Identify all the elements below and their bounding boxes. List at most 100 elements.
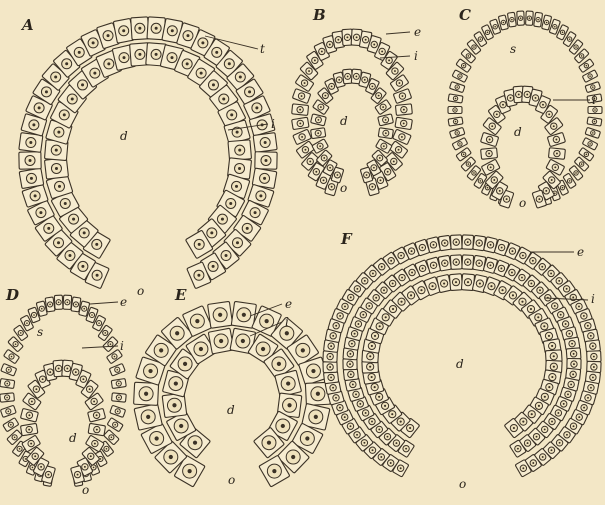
figure-f-middle-nucleolus: [378, 428, 380, 430]
figure-d-inner-nucleolus: [84, 466, 86, 468]
figure-a-inner-nucleolus: [238, 167, 241, 170]
figure-d-label: D: [5, 286, 19, 304]
figure-b-inner-nucleolus: [319, 145, 321, 147]
figure-f-outer-nucleolus: [363, 442, 365, 444]
figure-b-outer-nucleolus: [299, 122, 301, 124]
figure-f-middle-nucleolus: [551, 421, 553, 423]
figure-d-inner-nucleolus: [82, 378, 84, 380]
figure-b-outer-nucleolus: [398, 82, 400, 84]
figure-a-outer-nucleolus: [96, 274, 99, 277]
figure-b-label: B: [312, 6, 326, 24]
figure-a-outer-nucleolus: [255, 106, 258, 109]
figure-f-middle-nucleolus: [359, 403, 361, 405]
figure-a-part-i: i: [271, 117, 275, 131]
figure-f-outer-nucleolus: [478, 242, 480, 244]
figure-b-outer-nucleolus: [331, 186, 333, 188]
figure-f-inner-nucleolus: [548, 386, 550, 388]
figure-e-outer-nucleolus: [314, 415, 318, 419]
figure-f-middle-nucleolus: [554, 305, 556, 307]
figure-a-outer-nucleolus: [201, 41, 204, 44]
figure-b-outer-nucleolus: [337, 39, 339, 41]
figure-c-inner-nucleolus: [555, 139, 557, 141]
figure-f-middle-nucleolus: [572, 373, 574, 375]
figure-c-inner-nucleolus: [518, 93, 520, 95]
figure-d-cavity-s: s: [37, 325, 43, 339]
figure-a-outer-nucleolus: [239, 76, 242, 79]
figure-c-mouth-o: o: [519, 196, 526, 210]
figure-f-outer-nucleolus: [566, 288, 568, 290]
figure-f-middle-nucleolus: [536, 436, 538, 438]
figure-c-inner-nucleolus: [526, 93, 528, 95]
figure-b-outer-nucleolus: [309, 161, 311, 163]
figure-d-inner-nucleolus: [28, 429, 30, 431]
figure-c-inner-nucleolus: [491, 125, 493, 127]
figure-f-inner-nucleolus: [374, 335, 376, 337]
figure-f-inner-nucleolus: [385, 316, 387, 318]
figure-a-inner-nucleolus: [212, 83, 215, 86]
figure-a-inner-nucleolus: [81, 83, 84, 86]
figure-c-inner-nucleolus: [510, 97, 512, 99]
figure-c-outer-nucleolus: [463, 65, 465, 67]
figure-f-inner-nucleolus: [538, 405, 540, 407]
figure-b-outer-nucleolus: [381, 50, 383, 52]
figure-a-outer-nucleolus: [228, 62, 231, 65]
figure-f-outer-nucleolus: [380, 456, 382, 458]
figure-a-outer-nucleolus: [155, 27, 158, 30]
figure-b-outer-nucleolus: [304, 82, 306, 84]
figure-f-middle-nucleolus: [563, 403, 565, 405]
figure-c-cavity-d: d: [514, 125, 522, 139]
figure-f-middle-nucleolus: [560, 314, 562, 316]
figure-b-inner-nucleolus: [320, 106, 322, 108]
figure-b-inner-nucleolus: [364, 79, 366, 81]
figure-f-middle-nucleolus: [467, 261, 469, 263]
figure-a-inner-nucleolus: [155, 53, 158, 56]
figure-f-middle-nucleolus: [387, 436, 389, 438]
figure-b-outer-nucleolus: [301, 136, 303, 138]
figure-d-outer-nucleolus: [11, 356, 13, 358]
figure-f-label: F: [340, 230, 353, 248]
figure-f-inner-nucleolus: [467, 281, 469, 283]
figure-c-inner-nucleolus: [502, 104, 504, 106]
figure-f-outer-nucleolus: [490, 244, 492, 246]
figure-c-outer-nucleolus: [468, 55, 470, 57]
figure-f-inner-nucleolus: [521, 301, 523, 303]
figure-e-label: E: [174, 286, 187, 304]
figure-f-inner-nucleolus: [369, 366, 371, 368]
figure-b-lead-e: [386, 32, 410, 34]
figure-f-middle-nucleolus: [349, 363, 351, 365]
figure-f-middle-nucleolus: [573, 353, 575, 355]
figure-f-outer-nucleolus: [501, 247, 503, 249]
figure-f-middle-nucleolus: [573, 363, 575, 365]
figure-a-outer-nucleolus: [225, 254, 228, 257]
figure-b-outer-nucleolus: [401, 95, 403, 97]
figure-b-outer-nucleolus: [403, 122, 405, 124]
figure-a-outer-nucleolus: [254, 211, 257, 214]
figure-b-inner-nucleolus: [323, 157, 325, 159]
figure-e-outer-nucleolus: [291, 455, 295, 459]
figure-a-inner-nucleolus: [58, 185, 61, 188]
figure-d-outer-nucleolus: [19, 448, 21, 450]
figure-f-outer-nucleolus: [329, 356, 331, 358]
figure-b-cavity-d: d: [340, 114, 348, 128]
figure-a-inner-nucleolus: [95, 243, 98, 246]
figure-d-inner-nucleolus: [28, 414, 30, 416]
figure-c-outer-nucleolus: [511, 19, 513, 21]
figure-f-outer-nucleolus: [339, 315, 341, 317]
figure-a-outer-nucleolus: [81, 265, 84, 268]
figure-e-inner-nucleolus: [277, 362, 281, 366]
figure-f-outer-nucleolus: [339, 407, 341, 409]
figure-d-outer-nucleolus: [93, 467, 95, 469]
figure-f-middle-nucleolus: [478, 262, 480, 264]
figure-f-middle-nucleolus: [511, 272, 513, 274]
figure-f-outer-nucleolus: [455, 241, 457, 243]
figure-f-inner-nucleolus: [553, 366, 555, 368]
figure-c-outer-nucleolus: [459, 75, 461, 77]
figure-f-outer-nucleolus: [566, 434, 568, 436]
figure-d-inner-nucleolus: [66, 368, 68, 370]
figure-b-part-e: e: [414, 25, 421, 39]
figure-d-outer-nucleolus: [118, 397, 120, 399]
figure-d-outer-nucleolus: [32, 467, 34, 469]
figure-f-cavity-d: d: [456, 357, 464, 371]
